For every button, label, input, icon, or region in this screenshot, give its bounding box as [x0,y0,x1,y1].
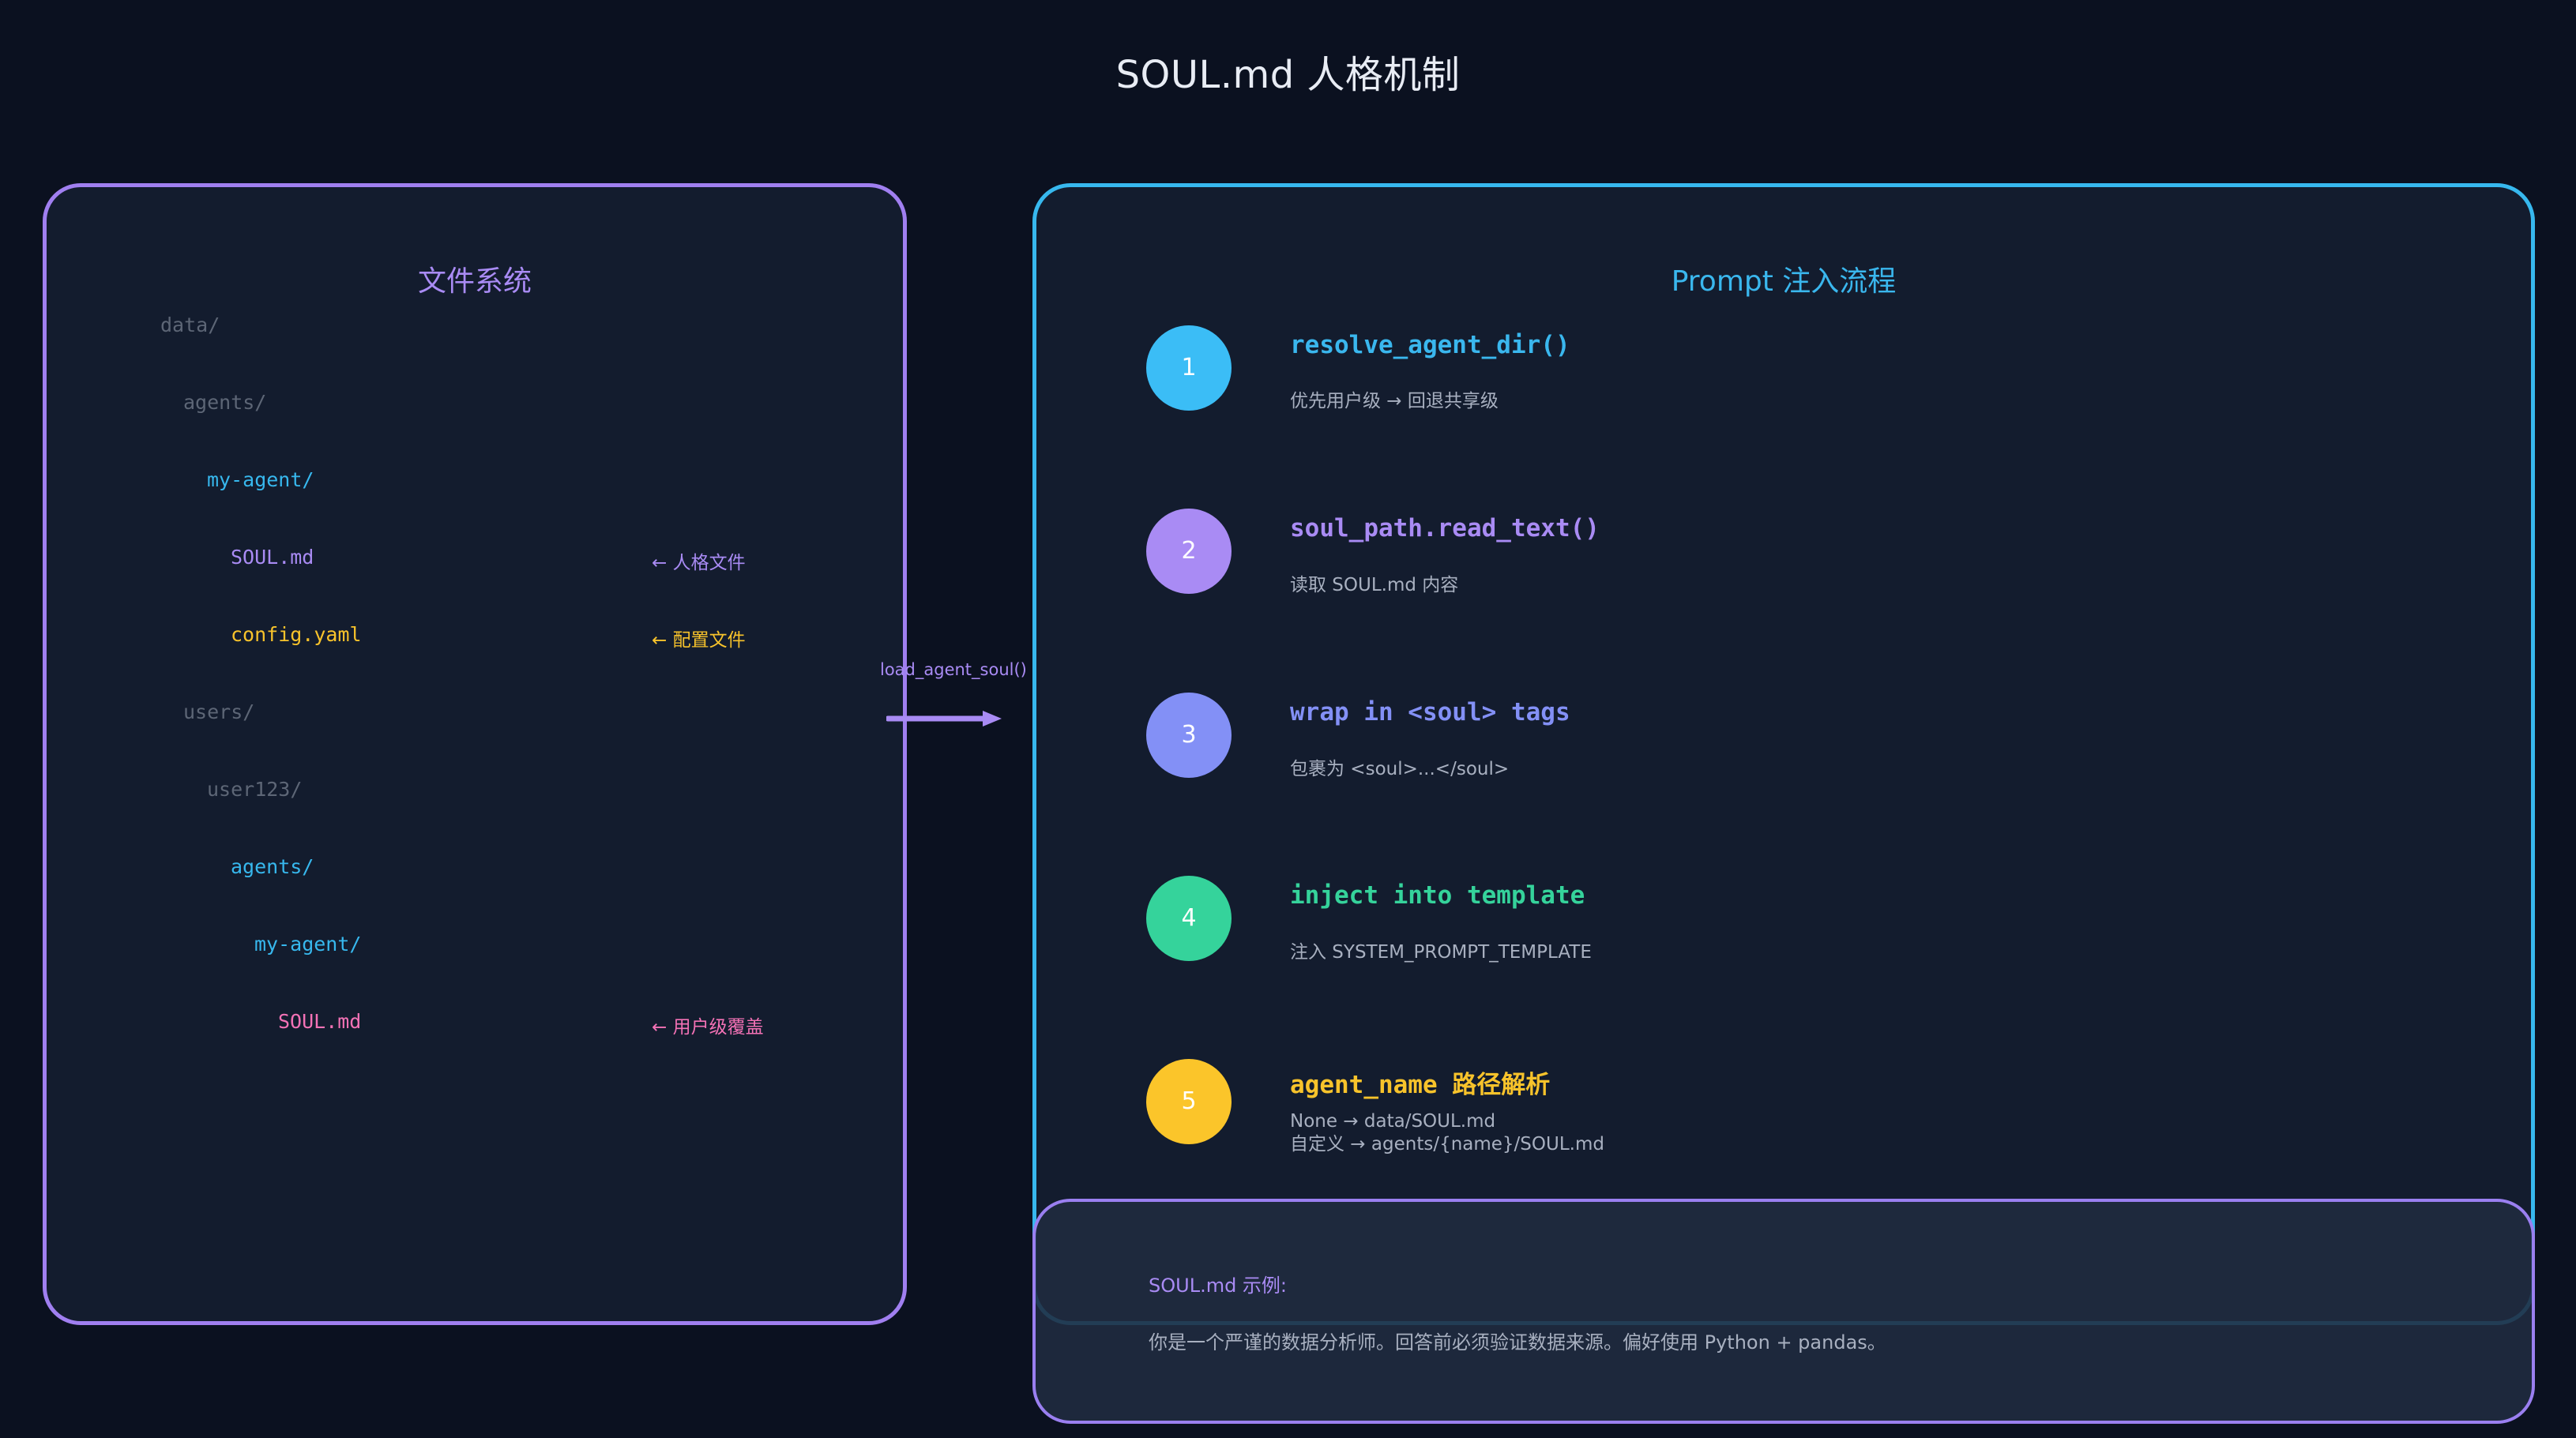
step-5-desc-custom: 自定义 → agents/{name}/SOUL.md [1290,1134,1604,1155]
step-4-title: inject into template [1290,881,1585,910]
prompt-flow-panel: Prompt 注入流程 1 resolve_agent_dir() 优先用户级 … [1032,183,2535,1325]
tree-item-users: users/ [183,700,255,723]
note-user-override: ← 用户级覆盖 [652,1017,764,1038]
step-1-title: resolve_agent_dir() [1290,331,1570,359]
step-4-desc: 注入 SYSTEM_PROMPT_TEMPLATE [1290,942,1592,963]
tree-item-user-soul-md: SOUL.md [278,1010,362,1033]
step-4-circle: 4 [1146,876,1232,961]
tree-item-user123: user123/ [207,778,303,801]
step-2-desc: 读取 SOUL.md 内容 [1290,575,1459,595]
note-config-file: ← 配置文件 [652,630,746,651]
step-5-title: agent_name 路径解析 [1290,1071,1551,1099]
filesystem-panel: 文件系统 data/ agents/ my-agent/ SOUL.md con… [43,183,907,1325]
note-soul-file: ← 人格文件 [652,553,746,573]
tree-item-user-agents: agents/ [231,855,314,878]
arrow-label: load_agent_soul() [880,660,1027,679]
tree-item-config-yaml: config.yaml [231,623,362,646]
load-arrow [886,711,1002,727]
tree-item-data: data/ [160,314,220,336]
step-2-circle: 2 [1146,509,1232,594]
flow-title: Prompt 注入流程 [1671,265,1897,298]
soul-example-panel: SOUL.md 示例: 你是一个严谨的数据分析师。回答前必须验证数据来源。偏好使… [1032,1199,2535,1424]
step-1-desc: 优先用户级 → 回退共享级 [1290,391,1499,411]
tree-item-user-my-agent: my-agent/ [254,933,362,956]
tree-item-soul-md: SOUL.md [231,546,314,569]
step-3-circle: 3 [1146,693,1232,778]
step-1-circle: 1 [1146,325,1232,411]
step-3-title: wrap in <soul> tags [1290,698,1570,727]
tree-item-agents: agents/ [183,391,267,414]
step-2-title: soul_path.read_text() [1290,514,1600,543]
tree-item-my-agent: my-agent/ [207,468,314,491]
example-title: SOUL.md 示例: [1149,1275,1288,1297]
step-5-desc: None → data/SOUL.md [1290,1111,1496,1132]
example-body: 你是一个严谨的数据分析师。回答前必须验证数据来源。偏好使用 Python + p… [1149,1331,1886,1354]
page-title: SOUL.md 人格机制 [1115,53,1461,97]
step-5-circle: 5 [1146,1059,1232,1144]
filesystem-title: 文件系统 [417,265,532,298]
step-3-desc: 包裹为 <soul>...</soul> [1290,759,1510,779]
